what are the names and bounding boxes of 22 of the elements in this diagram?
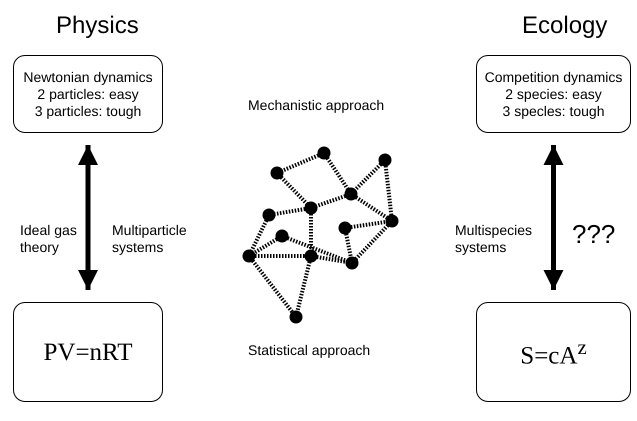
side-label: Multiparticle systems — [112, 222, 188, 256]
box-heading: Competition dynamics — [484, 68, 622, 86]
heading: Ecology — [522, 12, 608, 39]
formula-text: S=cA$^{z}$ — [520, 339, 587, 365]
process-box — [13, 55, 163, 133]
formula-box — [13, 302, 163, 402]
section-label: Mechanistic approach — [248, 97, 384, 114]
question-marks: ??? — [572, 220, 616, 249]
double-arrow — [544, 145, 564, 290]
side-label: Ideal gas theory — [20, 222, 78, 256]
heading: Physics — [56, 12, 139, 39]
box-heading: Newtonian dynamics — [23, 68, 153, 86]
process-box — [476, 55, 631, 133]
box-line: 2 species: easy — [505, 86, 602, 102]
side-label: Multispecies systems — [455, 222, 534, 256]
box-line: 3 particles: tough — [34, 102, 142, 120]
box-line: 3 specles: tough — [502, 102, 604, 120]
box-line: 2 particles: easy — [37, 86, 139, 102]
double-arrow — [78, 145, 98, 290]
section-label: Statistical approach — [248, 342, 370, 359]
formula-box — [476, 302, 631, 402]
formula-text: PV=nRT — [43, 344, 132, 360]
